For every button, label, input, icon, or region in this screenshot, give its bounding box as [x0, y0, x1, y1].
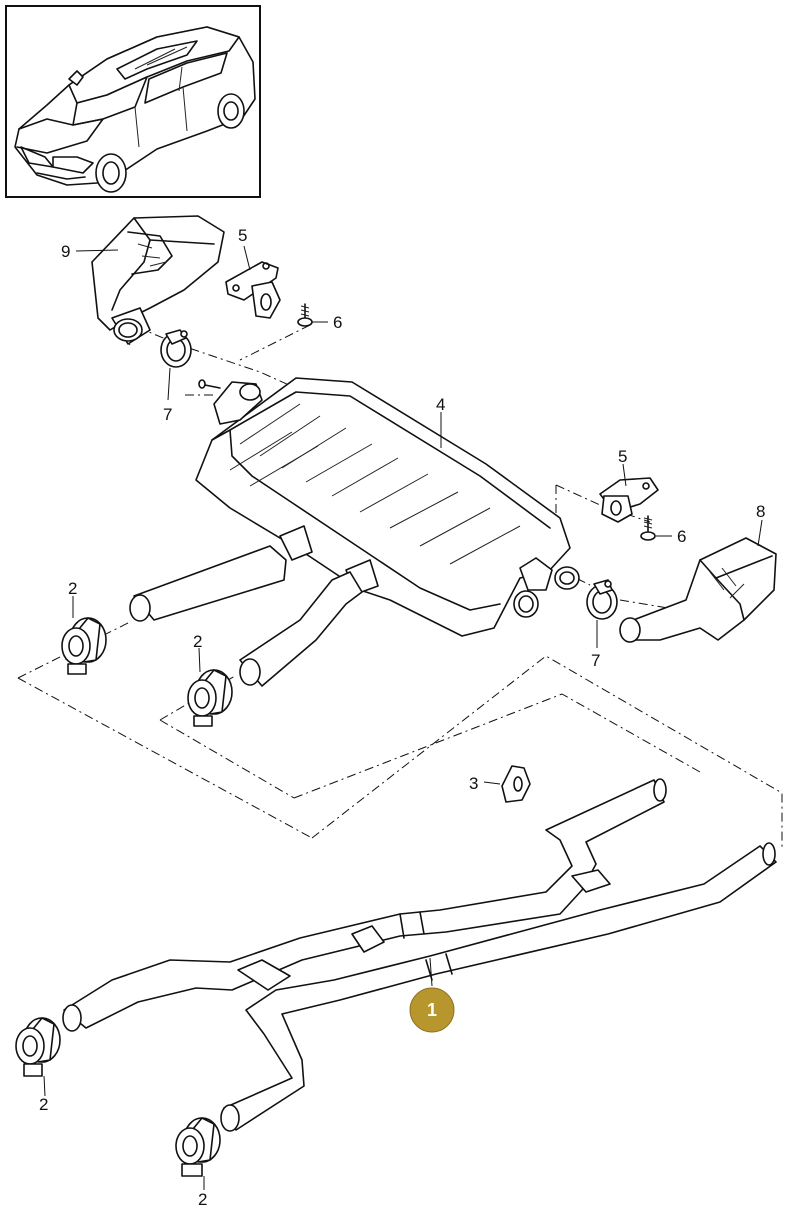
vehicle-overview-inset	[5, 5, 261, 198]
callout-4: 4	[436, 395, 445, 414]
tailpipe-left-part-9	[91, 215, 225, 345]
bracket-part-5-right	[599, 477, 659, 523]
rear-muffler-part-4	[195, 377, 580, 637]
callout-1: 1	[427, 1000, 437, 1020]
callout-5-right: 5	[618, 447, 627, 466]
tailpipe-right-part-8	[619, 537, 777, 643]
muffler-inlet-pipes	[129, 545, 363, 687]
front-pipe-assembly-part-1	[62, 778, 777, 1132]
rubber-mount-part-3	[501, 765, 531, 803]
callout-7-right: 7	[591, 651, 600, 670]
callout-badge-1[interactable]	[409, 987, 455, 1033]
callout-2-a: 2	[68, 579, 77, 598]
highlighted-callout-1[interactable]: 1	[409, 987, 455, 1033]
clamp-part-2-b	[187, 669, 233, 727]
callout-2-b: 2	[193, 632, 202, 651]
callout-6-upper: 6	[333, 313, 342, 332]
clamp-part-7-upper	[160, 329, 192, 368]
callout-labels: 9 5 6 7 4 5 6 8 7 2 2 3 2 2	[39, 226, 765, 1209]
vehicle-illustration	[14, 26, 256, 193]
callout-5-upper: 5	[238, 226, 247, 245]
assembly-reference-lines	[17, 319, 783, 880]
callout-3: 3	[469, 774, 478, 793]
callout-7-upper: 7	[163, 405, 172, 424]
callout-8: 8	[756, 502, 765, 521]
callout-2-d: 2	[198, 1190, 207, 1209]
callout-2-c: 2	[39, 1095, 48, 1114]
callout-9: 9	[61, 242, 70, 261]
callout-6-right: 6	[677, 527, 686, 546]
screw-part-6-right	[640, 515, 656, 541]
clamp-part-2-a	[61, 617, 107, 675]
clamp-part-2-d	[175, 1117, 221, 1177]
screw-part-6-upper	[297, 303, 313, 327]
bracket-part-5-upper	[225, 261, 281, 319]
clamp-part-7-right	[586, 579, 618, 620]
clamp-part-2-c	[15, 1017, 61, 1077]
callout-leader-lines	[43, 245, 763, 1190]
